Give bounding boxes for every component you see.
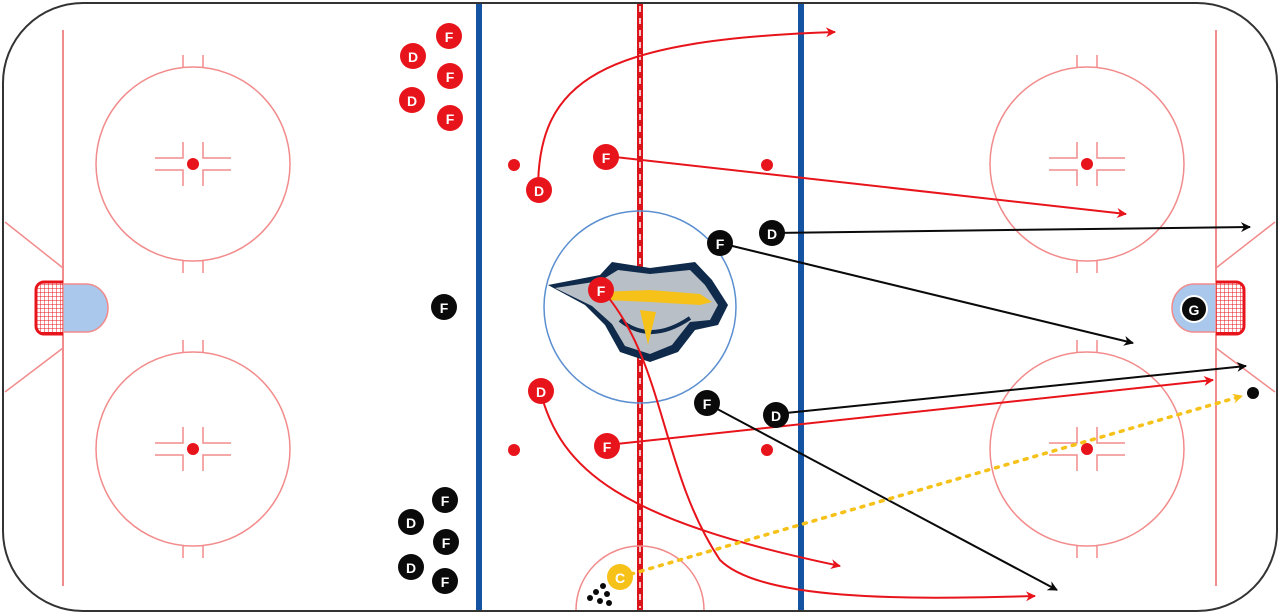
player-token-label: D xyxy=(771,408,781,424)
player-token-black-d: D xyxy=(398,509,424,535)
player-token-label: F xyxy=(445,29,454,45)
player-tokens: F D F D F F D F D F F D F F D F D F D F G C xyxy=(398,23,1208,594)
player-token-red-f: F xyxy=(437,63,463,89)
center-circle xyxy=(543,210,737,404)
player-token-black-f: F xyxy=(707,230,733,256)
player-token-label: D xyxy=(534,183,544,199)
black-paths xyxy=(705,222,1251,591)
player-token-label: D xyxy=(406,560,416,576)
puck-pile xyxy=(587,583,612,606)
player-token-label: D xyxy=(407,93,417,109)
player-token-black-f: F xyxy=(431,294,457,320)
player-token-black-g: G xyxy=(1180,295,1208,323)
trapezoid-left xyxy=(4,221,64,393)
player-token-red-f: F xyxy=(593,144,619,170)
player-token-red-d: D xyxy=(399,87,425,113)
red-paths xyxy=(537,27,1214,602)
player-token-coach-c: C xyxy=(607,564,633,590)
player-token-black-d: D xyxy=(759,220,785,246)
player-token-label: F xyxy=(442,535,451,551)
player-token-red-d: D xyxy=(528,378,554,404)
player-token-black-f: F xyxy=(694,390,720,416)
faceoff-hash-marks xyxy=(182,55,1098,558)
player-token-black-f: F xyxy=(432,568,458,594)
player-token-label: F xyxy=(446,69,455,85)
player-token-label: G xyxy=(1189,302,1200,318)
goal-net-left xyxy=(34,280,63,336)
blue-line-left xyxy=(476,4,482,610)
coach-pass-path xyxy=(619,393,1244,579)
player-token-red-f: F xyxy=(436,23,462,49)
player-token-red-f: F xyxy=(437,105,463,131)
player-token-label: F xyxy=(446,111,455,127)
player-token-red-d: D xyxy=(526,177,552,203)
player-token-label: F xyxy=(703,396,712,412)
player-token-red-f: F xyxy=(594,433,620,459)
player-token-label: D xyxy=(408,49,418,65)
referee-crease xyxy=(575,545,705,611)
goal-net-right xyxy=(1216,280,1246,336)
player-token-label: F xyxy=(603,439,612,455)
blue-line-right xyxy=(798,4,804,610)
player-token-label: C xyxy=(615,570,625,586)
player-token-label: F xyxy=(597,283,606,299)
faceoff-dots xyxy=(187,158,1093,456)
faceoff-circles xyxy=(95,66,1185,547)
player-token-black-d: D xyxy=(398,554,424,580)
player-token-red-d: D xyxy=(400,43,426,69)
player-token-label: F xyxy=(440,300,449,316)
player-token-label: F xyxy=(602,150,611,166)
player-token-black-d: D xyxy=(763,402,789,428)
player-token-label: D xyxy=(406,515,416,531)
player-token-label: F xyxy=(441,493,450,509)
player-token-black-f: F xyxy=(432,487,458,513)
faceoff-l-marks xyxy=(155,142,1125,471)
player-token-black-f: F xyxy=(433,529,459,555)
player-token-label: D xyxy=(767,226,777,242)
player-token-label: F xyxy=(716,236,725,252)
player-token-label: F xyxy=(441,574,450,590)
goal-crease-left xyxy=(62,283,109,333)
player-token-red-f: F xyxy=(588,277,614,303)
puck xyxy=(1247,387,1259,399)
player-token-label: D xyxy=(536,384,546,400)
